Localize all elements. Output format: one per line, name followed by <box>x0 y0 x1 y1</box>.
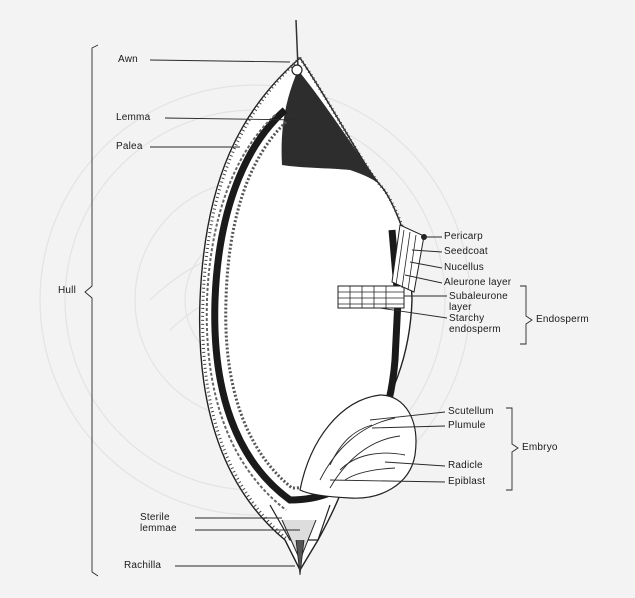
label-aleurone-layer: Aleurone layer <box>444 277 511 288</box>
label-pericarp: Pericarp <box>444 231 483 242</box>
label-sterile-1: Sterile <box>140 512 170 523</box>
hull-bracket <box>85 45 98 576</box>
label-sterile-2: lemmae <box>140 523 177 534</box>
label-starchy-1: Starchy <box>449 313 484 324</box>
label-seedcoat: Seedcoat <box>444 246 488 257</box>
label-embryo: Embryo <box>522 442 558 453</box>
label-lemma: Lemma <box>116 112 150 123</box>
label-scutellum: Scutellum <box>448 406 494 417</box>
label-palea: Palea <box>116 141 143 152</box>
endosperm-block <box>338 286 404 308</box>
label-radicle: Radicle <box>448 460 483 471</box>
label-epiblast: Epiblast <box>448 476 485 487</box>
label-subaleurone-2: layer <box>449 302 472 313</box>
label-starchy-2: endosperm <box>449 324 501 335</box>
label-subaleurone-1: Subaleurone <box>449 291 508 302</box>
label-plumule: Plumule <box>448 420 486 431</box>
label-nucellus: Nucellus <box>444 262 484 273</box>
label-rachilla: Rachilla <box>124 560 161 571</box>
embryo-bracket <box>506 408 518 490</box>
label-hull: Hull <box>58 285 76 296</box>
awn-base <box>292 65 302 75</box>
label-endosperm: Endosperm <box>536 314 589 325</box>
endosperm-bracket <box>520 286 532 344</box>
leader-awn <box>150 60 290 62</box>
label-awn: Awn <box>118 54 138 65</box>
